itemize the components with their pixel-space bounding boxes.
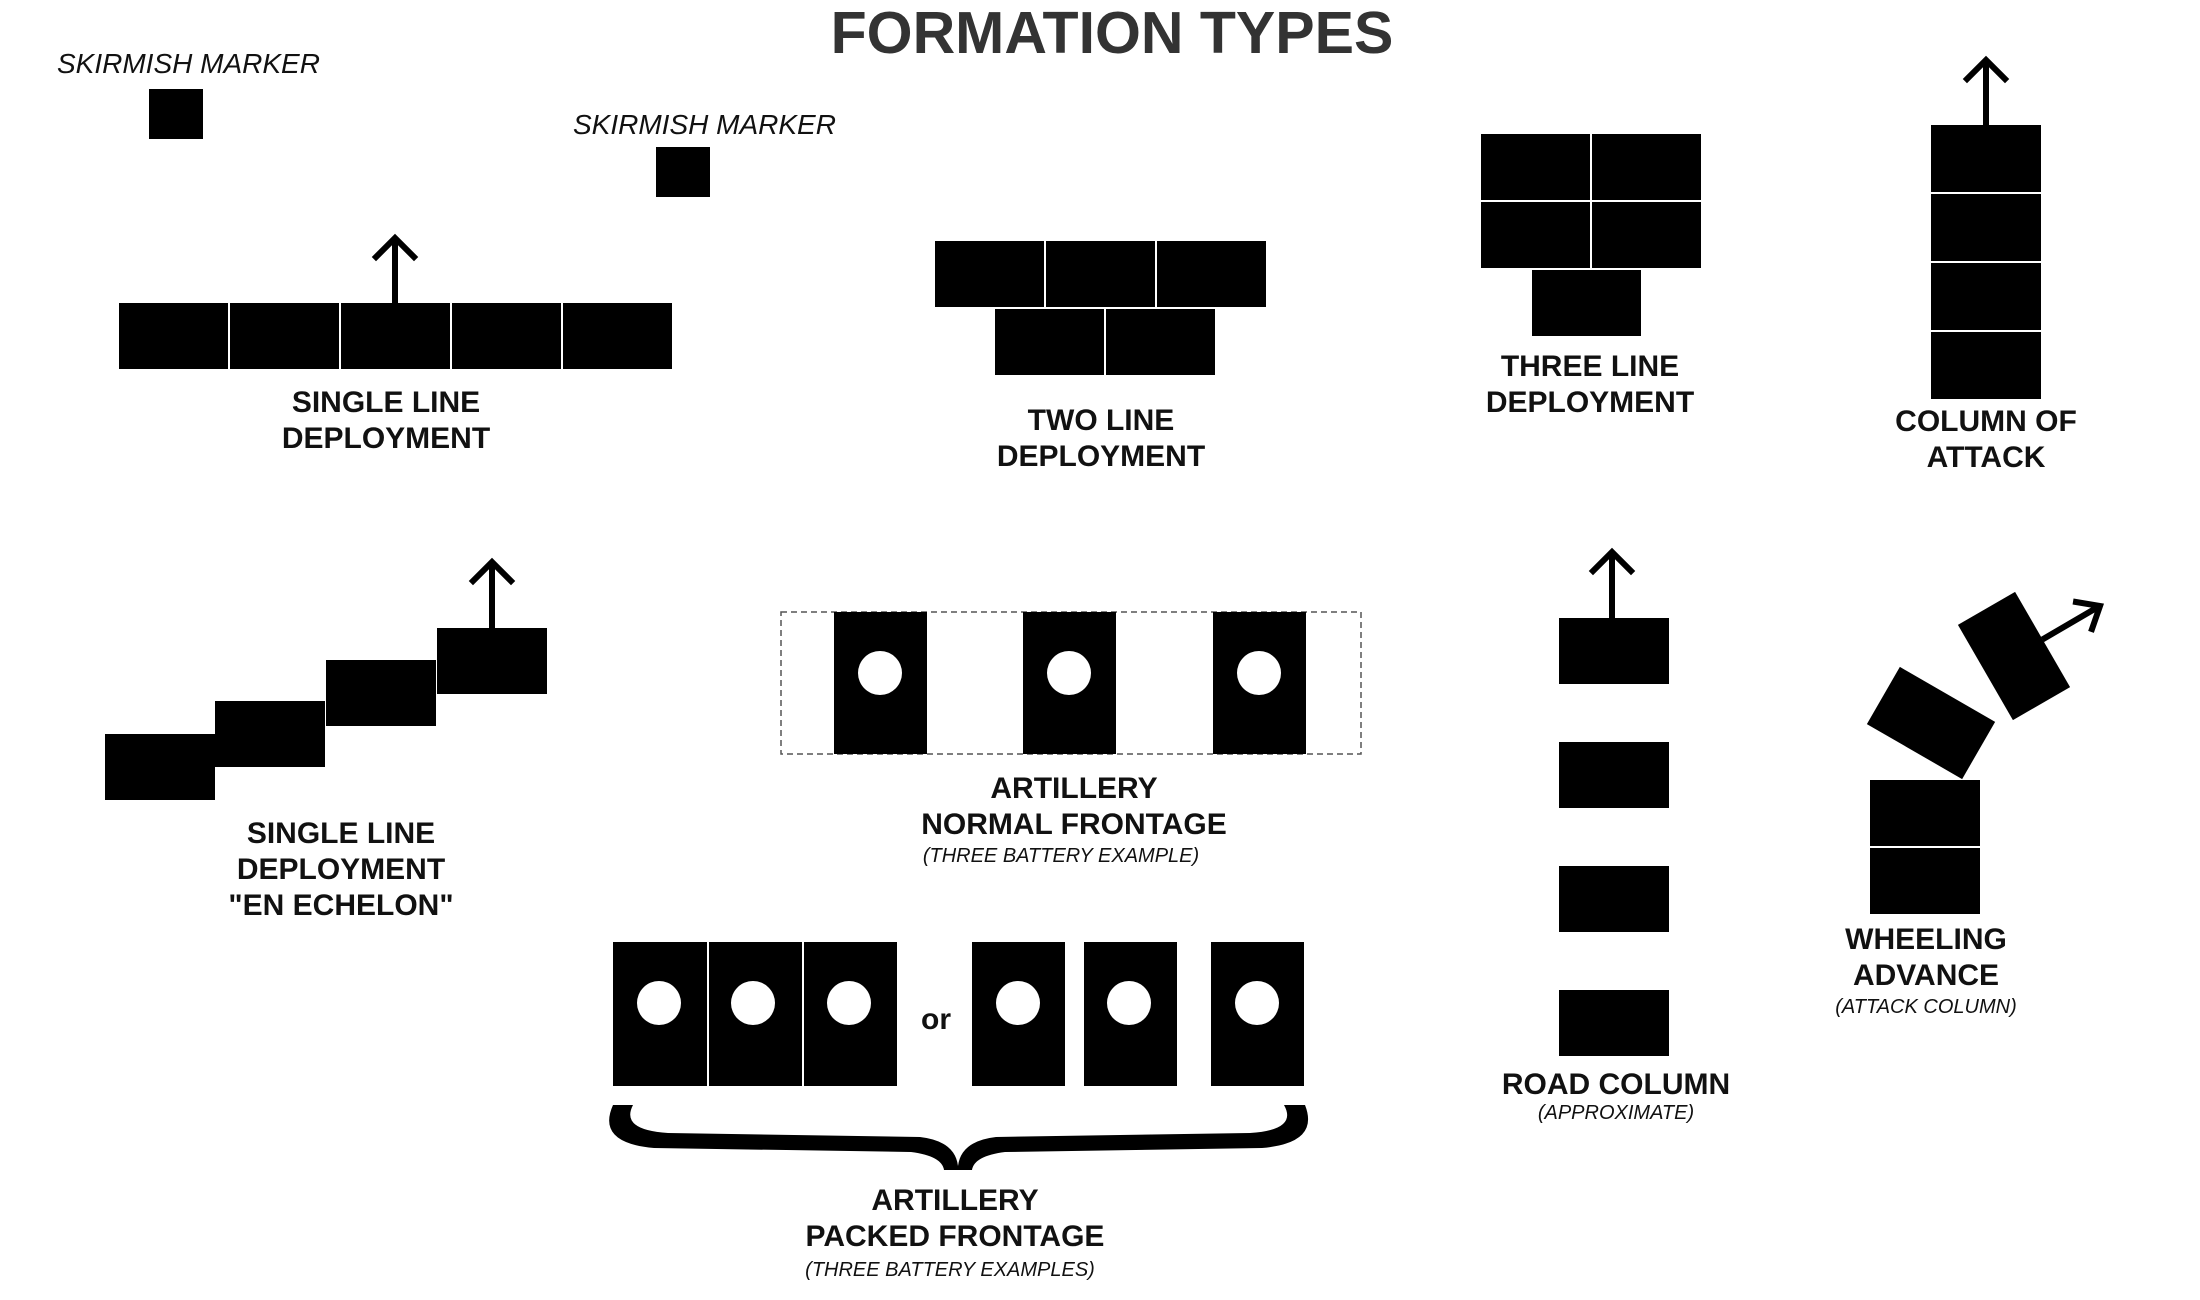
- gun-icon: [827, 981, 871, 1025]
- unit-block: [1931, 263, 2041, 330]
- unit-block: [1870, 780, 1980, 846]
- two-line-label: TWO LINE: [1028, 404, 1175, 437]
- artillery-normal-label: ARTILLERY: [990, 772, 1157, 805]
- unit-block: [105, 734, 215, 800]
- advance-arrow: [371, 233, 419, 304]
- brace-icon: [609, 1105, 1309, 1170]
- artillery-normal-label: NORMAL FRONTAGE: [921, 808, 1227, 841]
- diagram-title: FORMATION TYPES: [831, 0, 1394, 66]
- artillery-packed-note: (THREE BATTERY EXAMPLES): [805, 1259, 1095, 1281]
- three-line-label: DEPLOYMENT: [1486, 386, 1694, 419]
- unit-block: [1592, 134, 1701, 200]
- advance-arrow: [1962, 55, 2010, 126]
- advance-arrow: [2040, 598, 2105, 643]
- or-separator: or: [921, 1003, 951, 1036]
- unit-block: [563, 303, 672, 369]
- single-line-group: SKIRMISH MARKER SKIRMISH MARKER SINGLE L…: [57, 48, 836, 455]
- three-line-label: THREE LINE: [1501, 350, 1679, 383]
- gun-icon: [996, 981, 1040, 1025]
- gun-icon: [1047, 651, 1091, 695]
- two-line-group: TWO LINE DEPLOYMENT: [935, 241, 1266, 473]
- artillery-normal-group: ARTILLERY NORMAL FRONTAGE (THREE BATTERY…: [780, 611, 1362, 867]
- skirmish-marker-label: SKIRMISH MARKER: [57, 48, 320, 79]
- wheeling-advance-group: WHEELING ADVANCE (ATTACK COLUMN): [1835, 591, 2105, 1018]
- unit-block: [995, 309, 1104, 375]
- gun-icon: [858, 651, 902, 695]
- gun-icon: [637, 981, 681, 1025]
- unit-block: [1046, 241, 1155, 307]
- column-of-attack-label: COLUMN OF: [1895, 405, 2077, 438]
- artillery-normal-note: (THREE BATTERY EXAMPLE): [923, 845, 1199, 867]
- unit-block: [1957, 591, 2071, 721]
- skirmish-marker: [656, 147, 710, 197]
- en-echelon-label: DEPLOYMENT: [237, 853, 445, 886]
- gun-icon: [1107, 981, 1151, 1025]
- column-of-attack-group: COLUMN OF ATTACK: [1895, 55, 2077, 474]
- unit-block: [230, 303, 339, 369]
- en-echelon-label: SINGLE LINE: [247, 817, 435, 850]
- unit-block: [1931, 194, 2041, 261]
- unit-block: [215, 701, 325, 767]
- unit-block: [437, 628, 547, 694]
- artillery-packed-label: PACKED FRONTAGE: [806, 1220, 1105, 1253]
- unit-block: [119, 303, 228, 369]
- unit-block: [1532, 270, 1641, 336]
- single-line-label: DEPLOYMENT: [282, 422, 490, 455]
- advance-arrow: [1588, 547, 1636, 619]
- gun-icon: [731, 981, 775, 1025]
- two-line-label: DEPLOYMENT: [997, 440, 1205, 473]
- unit-block: [935, 241, 1044, 307]
- road-column-group: ROAD COLUMN (APPROXIMATE): [1502, 547, 1730, 1124]
- unit-block: [1481, 202, 1590, 268]
- skirmish-marker: [149, 89, 203, 139]
- three-line-group: THREE LINE DEPLOYMENT: [1481, 134, 1701, 419]
- en-echelon-group: SINGLE LINE DEPLOYMENT "EN ECHELON": [105, 557, 547, 922]
- artillery-packed-label: ARTILLERY: [871, 1184, 1038, 1217]
- unit-block: [1866, 666, 1996, 780]
- unit-block: [1931, 332, 2041, 399]
- unit-block: [1592, 202, 1701, 268]
- unit-block: [1157, 241, 1266, 307]
- unit-block: [1559, 990, 1669, 1056]
- en-echelon-label: "EN ECHELON": [228, 889, 453, 922]
- road-column-label: ROAD COLUMN: [1502, 1068, 1730, 1101]
- unit-block: [1559, 742, 1669, 808]
- unit-block: [1931, 125, 2041, 192]
- unit-block: [341, 303, 450, 369]
- unit-block: [1481, 134, 1590, 200]
- gun-icon: [1237, 651, 1281, 695]
- road-column-note: (APPROXIMATE): [1538, 1102, 1694, 1124]
- advance-arrow: [468, 557, 516, 629]
- unit-block: [1106, 309, 1215, 375]
- single-line-label: SINGLE LINE: [292, 386, 480, 419]
- unit-block: [1559, 866, 1669, 932]
- skirmish-marker-label: SKIRMISH MARKER: [573, 109, 836, 140]
- wheeling-advance-label: ADVANCE: [1853, 959, 1999, 992]
- unit-block: [452, 303, 561, 369]
- column-of-attack-label: ATTACK: [1927, 441, 2046, 474]
- wheeling-advance-label: WHEELING: [1845, 923, 2007, 956]
- artillery-packed-group: or ARTILLERY PACKED FRONTAGE (THREE BATT…: [609, 942, 1309, 1281]
- unit-block: [1870, 848, 1980, 914]
- wheeling-advance-note: (ATTACK COLUMN): [1835, 996, 2016, 1018]
- unit-block: [1559, 618, 1669, 684]
- gun-icon: [1235, 981, 1279, 1025]
- unit-block: [326, 660, 436, 726]
